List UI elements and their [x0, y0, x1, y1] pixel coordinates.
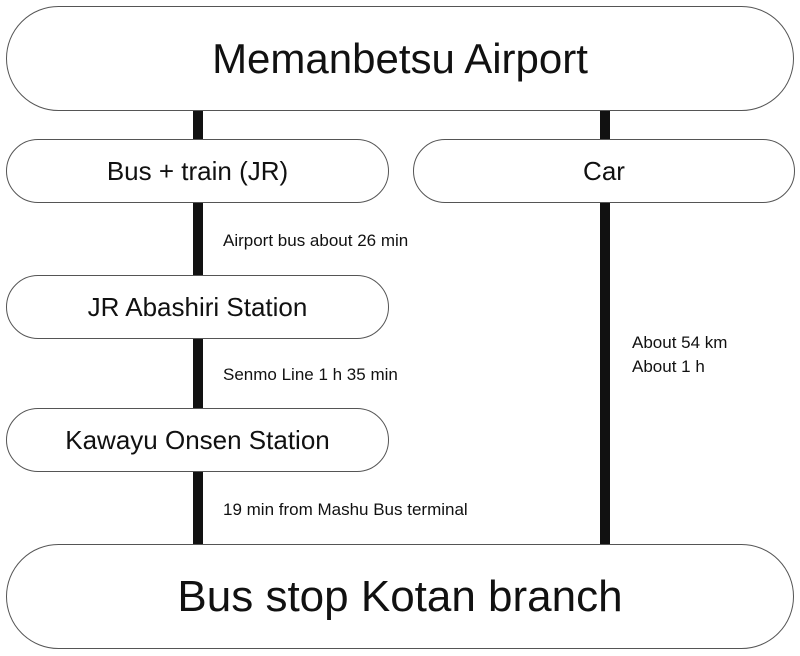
station-node-kawayu-onsen: Kawayu Onsen Station: [6, 408, 389, 472]
car-duration: About 1 h: [632, 357, 705, 376]
station-abashiri-label: JR Abashiri Station: [87, 291, 308, 322]
car-route-line: [600, 110, 610, 546]
route-option-car: Car: [413, 139, 795, 203]
car-distance: About 54 km: [632, 333, 728, 352]
route-option-bus-train-label: Bus + train (JR): [106, 155, 289, 186]
station-kawayu-label: Kawayu Onsen Station: [65, 424, 330, 455]
route-option-car-label: Car: [583, 155, 625, 186]
car-route-info: About 54 km About 1 h: [632, 331, 727, 379]
step-note-airport-bus: Airport bus about 26 min: [223, 231, 409, 250]
step-note-senmo-line: Senmo Line 1 h 35 min: [223, 365, 398, 384]
start-label: Memanbetsu Airport: [212, 34, 588, 82]
destination-node: Bus stop Kotan branch: [6, 544, 794, 649]
start-node: Memanbetsu Airport: [6, 6, 794, 111]
route-option-bus-train: Bus + train (JR): [6, 139, 389, 203]
station-node-abashiri: JR Abashiri Station: [6, 275, 389, 339]
destination-label: Bus stop Kotan branch: [177, 571, 623, 621]
step-note-mashu-bus: 19 min from Mashu Bus terminal: [223, 500, 468, 519]
